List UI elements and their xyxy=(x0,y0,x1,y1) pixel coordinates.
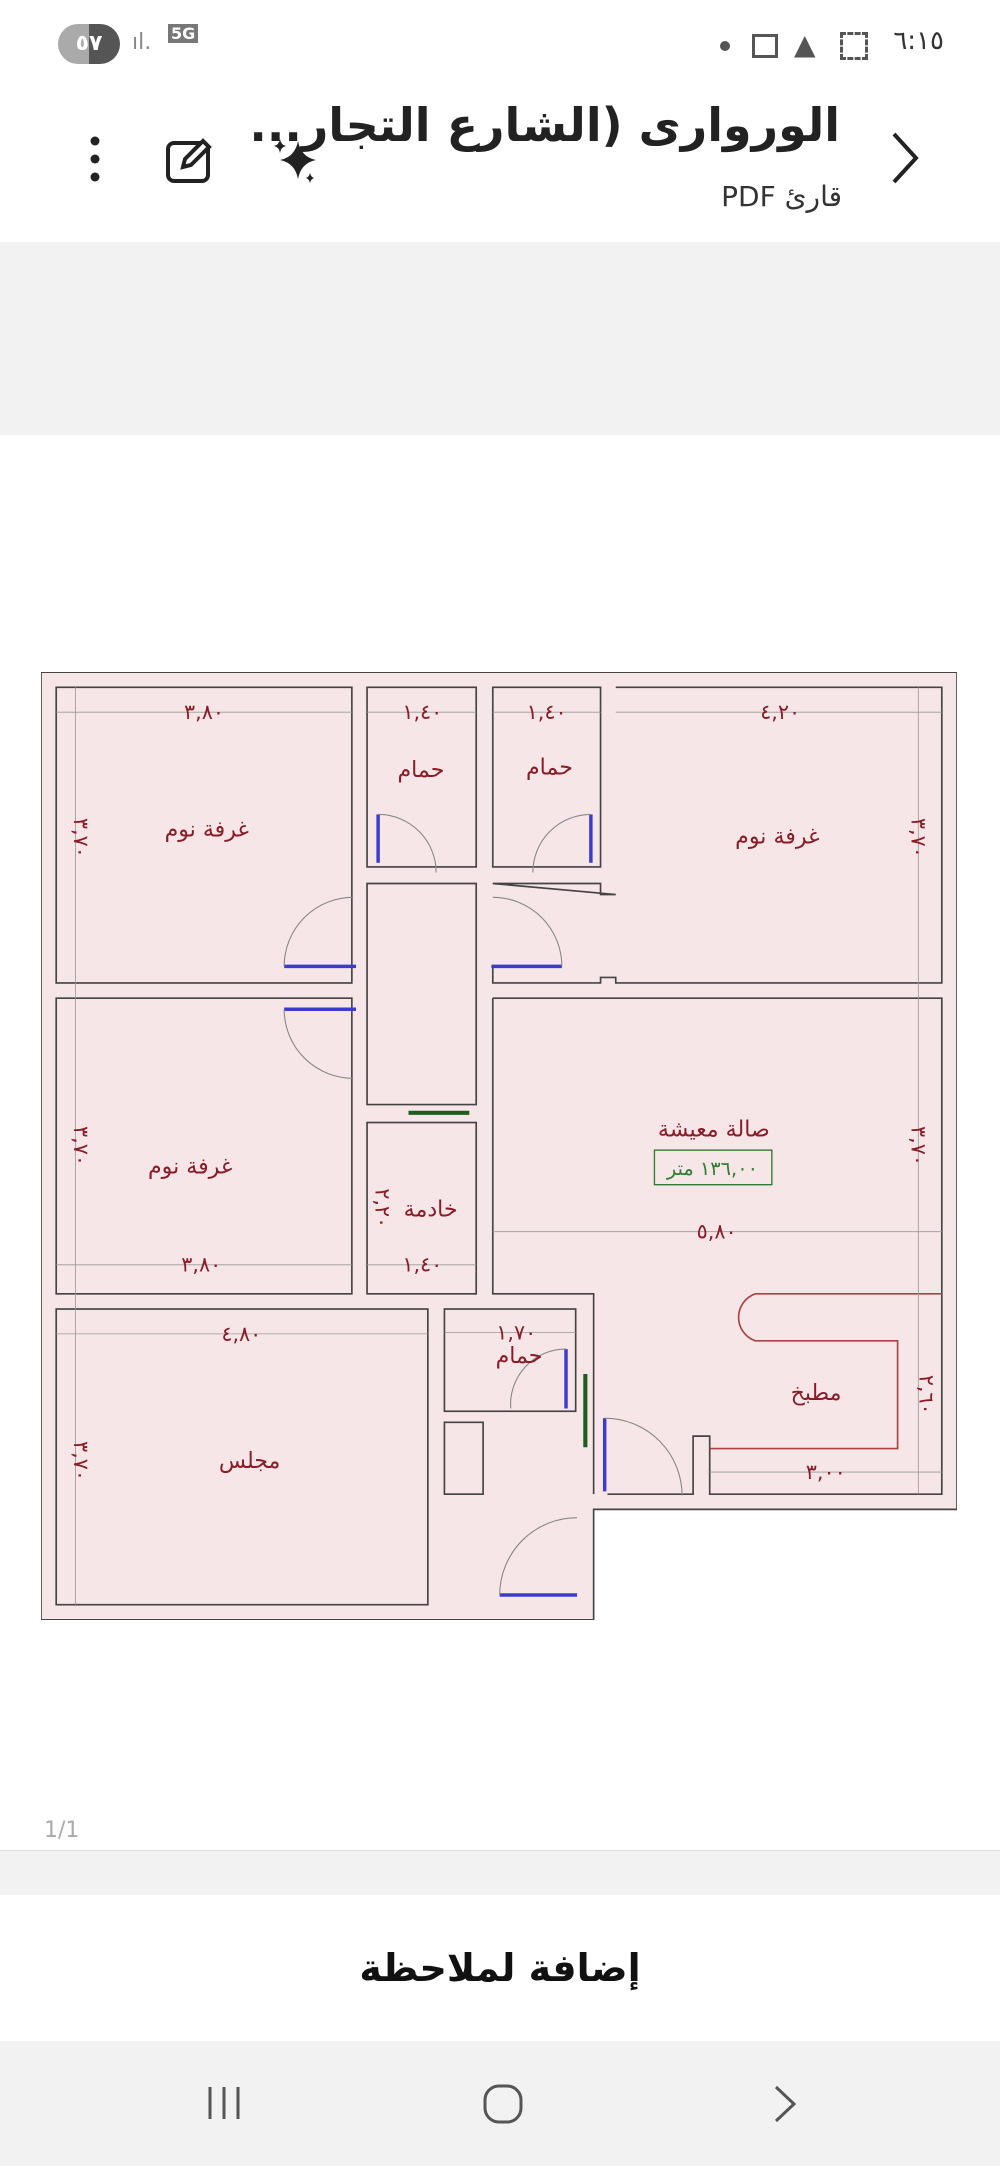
dim-bed2-width: ٤,٢٠ xyxy=(760,700,800,724)
pdf-viewer-margin xyxy=(0,242,1000,435)
app-header: الورواری (الشارع التجار... قارئ PDF xyxy=(0,80,1000,242)
dim-bed3-width: ٣,٨٠ xyxy=(181,1253,221,1277)
label-kitchen: مطبخ xyxy=(791,1380,842,1406)
outer-wall xyxy=(41,672,957,1620)
area-box xyxy=(653,1149,773,1186)
majlis-wall xyxy=(55,1308,429,1606)
label-bedroom-2: غرفة نوم xyxy=(735,823,819,849)
bedroom-2-wall xyxy=(491,686,943,984)
dim-bed1-width: ٣,٨٠ xyxy=(184,700,224,724)
dim-majlis-width: ٤,٨٠ xyxy=(221,1322,261,1346)
dim-bath1-width: ١,٤٠ xyxy=(402,700,442,724)
notification-dot-icon xyxy=(720,41,730,51)
edit-icon[interactable] xyxy=(165,135,215,189)
dim-bed2-height: ٣,٧٠ xyxy=(906,818,930,858)
bedroom-1-wall xyxy=(55,686,353,984)
corridor-wall xyxy=(366,882,478,1106)
status-bar: ٥٧ ıl. 5G ▲ ٦:١٥ xyxy=(0,0,1000,80)
bath-3-wall xyxy=(443,1308,577,1413)
home-icon[interactable] xyxy=(482,2083,524,2129)
dim-maid-width: ١,٤٠ xyxy=(402,1253,442,1277)
bath-2-wall xyxy=(491,686,602,868)
label-living: صالة معيشة xyxy=(658,1116,770,1142)
dim-kitchen-height: ٢,٦٠ xyxy=(915,1375,939,1415)
label-bath-3: حمام xyxy=(496,1343,543,1369)
calendar-icon xyxy=(752,34,778,58)
living-wall xyxy=(491,997,943,1495)
back-icon[interactable] xyxy=(770,2083,800,2129)
store-wall xyxy=(443,1421,484,1495)
label-maid: خادمة xyxy=(404,1196,458,1222)
screenshot-icon xyxy=(840,32,868,60)
dim-bed1-height: ٣,٧٠ xyxy=(69,818,93,858)
clock: ٦:١٥ xyxy=(893,26,944,56)
label-bath-1: حمام xyxy=(398,757,445,783)
app-subtitle: قارئ PDF xyxy=(721,180,842,213)
document-title: الورواری (الشارع التجار... xyxy=(249,98,840,152)
dim-maid-height: ٢,٢٠ xyxy=(370,1188,394,1228)
floor-plan: ٣,٨٠ ١,٤٠ ١,٤٠ ٤,٢٠ ٥,٨٠ ٣,٨٠ ١,٤٠ ٤,٨٠ … xyxy=(41,672,957,1620)
label-bedroom-3: غرفة نوم xyxy=(148,1154,232,1180)
label-majlis: مجلس xyxy=(219,1448,281,1474)
dim-living-height: ٣,٧٠ xyxy=(906,1126,930,1166)
signal-icon: ıl. xyxy=(132,30,152,55)
warning-icon: ▲ xyxy=(794,28,816,61)
bath-1-wall xyxy=(366,686,478,868)
dim-majlis-height: ٣,٧٠ xyxy=(69,1441,93,1481)
dim-living-width: ٥,٨٠ xyxy=(697,1220,737,1244)
dim-kitchen-width: ٣,٠٠ xyxy=(806,1460,846,1484)
maid-wall xyxy=(366,1121,478,1295)
bedroom-3-wall xyxy=(55,997,353,1295)
back-chevron-icon[interactable] xyxy=(890,130,920,190)
dim-bed3-height: ٣,٧٠ xyxy=(69,1126,93,1166)
page-indicator: 1/1 xyxy=(44,1818,80,1843)
more-vert-icon[interactable] xyxy=(88,136,102,186)
viewer-bottom-margin xyxy=(0,1850,1000,1896)
label-bath-2: حمام xyxy=(526,754,573,780)
dim-bath3-width: ١,٧٠ xyxy=(496,1320,536,1344)
add-note-button[interactable]: إضافة لملاحظة xyxy=(0,1895,1000,2041)
battery-indicator: ٥٧ xyxy=(58,24,120,64)
network-badge: 5G xyxy=(168,24,199,43)
navigation-bar xyxy=(0,2041,1000,2166)
kitchen-counter xyxy=(709,1293,942,1450)
dim-bath2-width: ١,٤٠ xyxy=(527,700,567,724)
recents-icon[interactable] xyxy=(204,2083,244,2127)
label-bedroom-1: غرفة نوم xyxy=(165,817,249,843)
area-label: ١٣٦,٠٠ متر xyxy=(666,1157,758,1180)
sparkle-icon[interactable] xyxy=(270,135,320,189)
